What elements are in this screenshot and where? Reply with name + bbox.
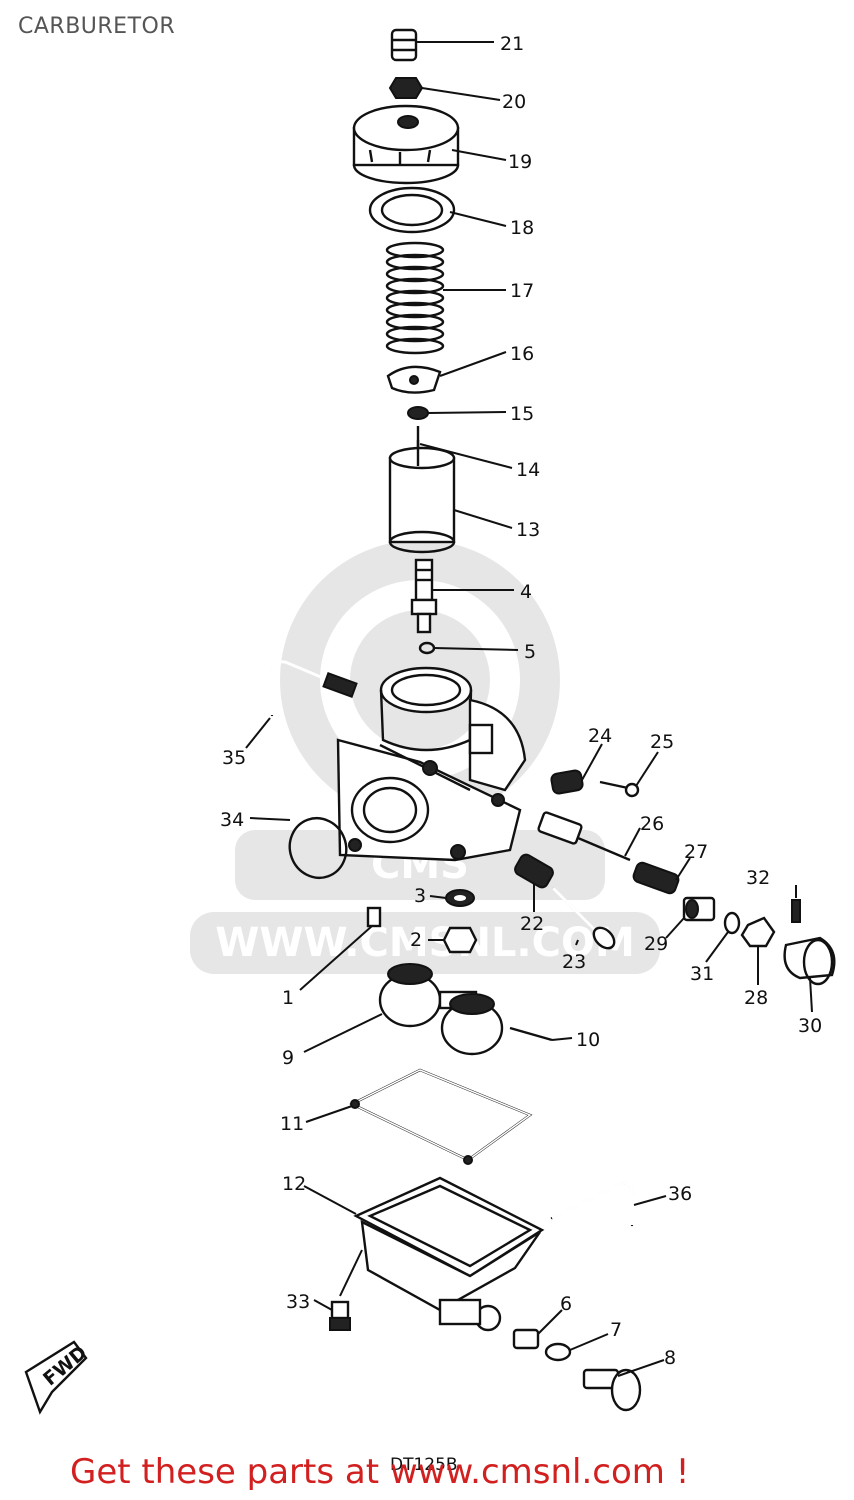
part-21-screw — [390, 28, 418, 62]
callout-27: 27 — [684, 841, 708, 863]
part-32-pin — [791, 899, 801, 923]
callout-5: 5 — [524, 641, 536, 663]
callout-13: 13 — [516, 519, 540, 541]
callout-23: 23 — [562, 951, 586, 973]
callout-19: 19 — [508, 151, 532, 173]
callout-2: 2 — [410, 929, 422, 951]
part-1-jet — [366, 906, 382, 928]
callout-22: 22 — [520, 913, 544, 935]
part-24-spring — [550, 769, 584, 795]
callout-numbers: 21 20 19 18 17 16 15 14 13 4 5 35 34 3 2… — [220, 33, 822, 1369]
callout-7: 7 — [610, 1319, 622, 1341]
part-31-washer — [723, 911, 741, 935]
watermark-url: WWW.CMSNL.COM — [215, 920, 635, 966]
part-20-nut — [388, 77, 424, 99]
part-2-main-jet — [442, 926, 478, 954]
callout-29: 29 — [644, 933, 668, 955]
part-35-pipe — [270, 660, 358, 717]
callout-17: 17 — [510, 280, 534, 302]
part-29-fitting — [682, 896, 716, 922]
part-16-plate — [386, 365, 442, 394]
part-9-float — [378, 963, 504, 1056]
callout-32: 32 — [746, 867, 770, 889]
part-33-screw — [329, 1300, 351, 1331]
part-12-float-bowl — [353, 1176, 545, 1332]
callout-36: 36 — [668, 1183, 692, 1205]
part-4-needle-jet — [410, 558, 438, 634]
callout-21: 21 — [500, 33, 524, 55]
callout-1: 1 — [282, 987, 294, 1009]
cta-link[interactable]: Get these parts at www.cmsnl.com ! — [70, 1452, 690, 1492]
callout-20: 20 — [502, 91, 526, 113]
callout-3: 3 — [414, 885, 426, 907]
part-34-ring — [288, 817, 348, 879]
part-3-washer — [445, 889, 475, 907]
callout-14: 14 — [516, 459, 540, 481]
callout-10: 10 — [576, 1029, 600, 1051]
callout-25: 25 — [650, 731, 674, 753]
callout-18: 18 — [510, 217, 534, 239]
part-17-spring — [385, 241, 445, 355]
part-28-nut — [740, 916, 776, 948]
part-36-pipe — [550, 1182, 634, 1227]
parts: FWD — [24, 28, 836, 1415]
part-18-gasket — [368, 186, 456, 234]
callout-12: 12 — [282, 1173, 306, 1195]
part-7-washer — [544, 1342, 572, 1362]
part-11-gasket — [349, 1068, 533, 1165]
callout-9: 9 — [282, 1047, 294, 1069]
callout-34: 34 — [220, 809, 244, 831]
callout-28: 28 — [744, 987, 768, 1009]
part-10-pin — [509, 1026, 553, 1042]
part-6-drain — [512, 1328, 540, 1350]
callout-4: 4 — [520, 581, 532, 603]
callout-35: 35 — [222, 747, 246, 769]
callout-31: 31 — [690, 963, 714, 985]
part-27-spring — [632, 861, 680, 895]
callout-6: 6 — [560, 1293, 572, 1315]
callout-11: 11 — [280, 1113, 304, 1135]
part-26-screw — [537, 811, 631, 862]
part-8-bolt — [582, 1368, 642, 1412]
callout-16: 16 — [510, 343, 534, 365]
page-title: CARBURETOR — [18, 14, 176, 39]
leader-lines — [245, 41, 813, 1377]
callout-30: 30 — [798, 1015, 822, 1037]
part-30-cap — [783, 936, 836, 986]
carburetor-body — [336, 666, 527, 862]
part-25-screw — [599, 780, 640, 798]
callout-8: 8 — [664, 1347, 676, 1369]
fwd-arrow-icon: FWD — [24, 1340, 91, 1415]
part-19-cap — [352, 104, 460, 185]
model-label: DT125B — [390, 1455, 458, 1475]
part-23-screw — [551, 886, 616, 950]
part-13-throttle-valve — [388, 440, 456, 554]
part-22-spring — [514, 853, 554, 889]
callout-26: 26 — [640, 813, 664, 835]
callout-33: 33 — [286, 1291, 310, 1313]
part-15-clip — [407, 406, 429, 420]
callout-15: 15 — [510, 403, 534, 425]
callout-24: 24 — [588, 725, 612, 747]
